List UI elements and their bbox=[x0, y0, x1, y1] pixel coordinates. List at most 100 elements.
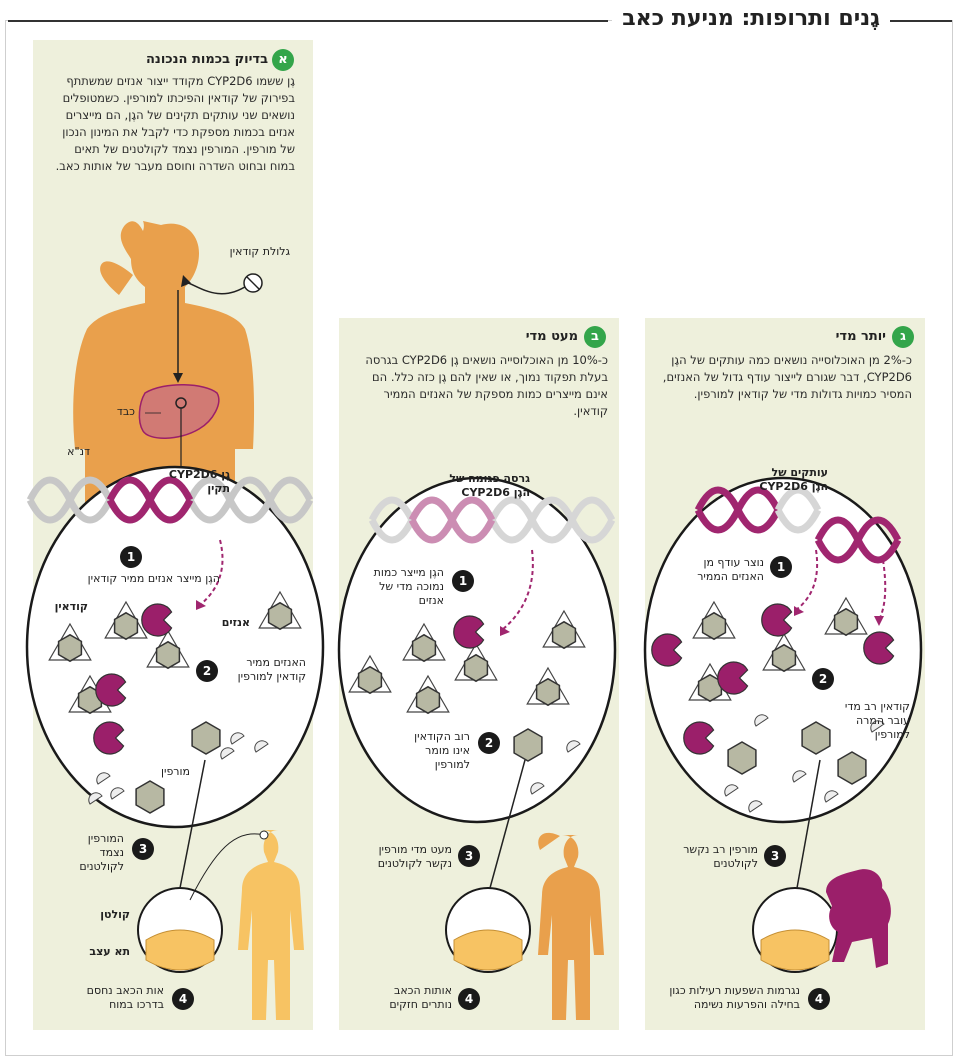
fragment bbox=[870, 720, 885, 733]
codeine-molecule bbox=[57, 633, 83, 663]
receptor-c bbox=[752, 887, 838, 973]
morphine-molecule bbox=[191, 721, 221, 755]
step-b-2-text: רוב הקודאין אינו מומר למורפין bbox=[414, 730, 470, 771]
codeine-molecule bbox=[267, 601, 293, 631]
codeine-molecule bbox=[701, 611, 727, 641]
step-a-3-text: המורפין נצמד לקולטנים bbox=[79, 832, 124, 873]
fragment bbox=[88, 792, 103, 805]
title-bar: גֶנים ותרופות: מניעת כאב bbox=[0, 0, 960, 40]
liver-label: כבד bbox=[116, 405, 135, 418]
codeine-molecule bbox=[357, 665, 383, 695]
step-b-3: 3 bbox=[458, 845, 480, 867]
receptor-label: קולטן bbox=[100, 908, 130, 921]
liver-shape bbox=[138, 384, 220, 439]
step-c-3-text: מורפין רב נקשר לקולטנים bbox=[683, 843, 758, 870]
enzyme-molecule bbox=[93, 721, 125, 755]
fragment bbox=[220, 747, 235, 760]
fragment bbox=[748, 800, 763, 813]
man-silhouette bbox=[73, 221, 255, 529]
codeine-molecule bbox=[411, 633, 437, 663]
step-b-4-text: אותות הכאב נותרים חזקים bbox=[389, 984, 452, 1011]
step-b-1: 1 bbox=[452, 570, 474, 592]
enzyme-molecule bbox=[863, 631, 895, 665]
receptor-a bbox=[137, 887, 223, 973]
step-c-1: 1 bbox=[770, 556, 792, 578]
enzyme-molecule bbox=[651, 633, 683, 667]
morphine-molecule bbox=[513, 728, 543, 762]
title-rule-left bbox=[8, 20, 608, 22]
fragment bbox=[754, 714, 769, 727]
panel-b-title: מעט מדי bbox=[525, 329, 578, 344]
panel-b-badge: ב bbox=[584, 326, 606, 348]
fragment bbox=[530, 782, 545, 795]
step-c-4: 4 bbox=[808, 988, 830, 1010]
step-a-1-text: הגֶן מייצר אנזים ממיר קודאין bbox=[87, 572, 220, 585]
step-a-1: 1 bbox=[120, 546, 142, 568]
enzyme-molecule bbox=[141, 603, 173, 637]
standing-figure-b bbox=[538, 832, 604, 1020]
codeine-molecule bbox=[113, 611, 139, 641]
morphine-molecule bbox=[727, 741, 757, 775]
enzyme-molecule bbox=[453, 615, 485, 649]
panel-c-text: כ-2% מן האוכלוסייה נושאים כמה עותקים של … bbox=[662, 353, 912, 401]
step-c-2-text: קודאין רב מדי עובר המרה למורפין bbox=[844, 700, 910, 741]
codeine-molecule bbox=[155, 640, 181, 670]
step-c-2: 2 bbox=[812, 668, 834, 690]
step-a-3: 3 bbox=[132, 838, 154, 860]
enzyme-molecule bbox=[717, 661, 749, 695]
fragment bbox=[96, 772, 111, 785]
panel-a-text: גֶן ששמו CYP2D6 מקודד ייצור אנזים שמשתתף… bbox=[55, 74, 295, 173]
panel-a-badge: א bbox=[272, 49, 294, 71]
codeine-molecule bbox=[771, 643, 797, 673]
step-a-4: 4 bbox=[172, 988, 194, 1010]
step-b-3-text: מעט מדי מורפין נקשר לקולטנים bbox=[377, 843, 452, 870]
dna-label: דנ"א bbox=[67, 445, 90, 458]
step-a-2-text: האנזים ממיר קודאין למורפין bbox=[237, 656, 306, 683]
receptor-b bbox=[445, 887, 531, 973]
enzyme-molecule bbox=[683, 721, 715, 755]
fragment bbox=[254, 740, 269, 753]
codeine-label: קודאין bbox=[54, 600, 88, 613]
morphine-molecule bbox=[837, 751, 867, 785]
gene-copies-label: עותקים של הגֶן CYP2D6 bbox=[759, 466, 828, 493]
codeine-molecule bbox=[535, 677, 561, 707]
step-b-2: 2 bbox=[478, 732, 500, 754]
fragment bbox=[824, 790, 839, 803]
morphine-molecule bbox=[135, 780, 165, 814]
nerve-cell-label: תא עצב bbox=[89, 945, 130, 958]
step-c-3: 3 bbox=[764, 845, 786, 867]
panel-c-badge: ג bbox=[892, 326, 914, 348]
codeine-molecule bbox=[463, 653, 489, 683]
panel-a-title: בדיוק בכמות הנכונה bbox=[146, 52, 268, 67]
pill-label: גלולת קודאין bbox=[229, 245, 290, 258]
standing-figure-a bbox=[238, 830, 304, 1020]
fragment bbox=[230, 732, 245, 745]
page-title: גֶנים ותרופות: מניעת כאב bbox=[612, 6, 890, 31]
panel-b-text: כ-10% מן האוכלוסייה נושאים גֶן CYP2D6 בג… bbox=[365, 353, 608, 418]
step-c-4-text: נגרמות השפעות רעילות כגון בחילה והפרעות … bbox=[669, 984, 800, 1011]
panel-c-title: יותר מדי bbox=[835, 329, 886, 344]
step-c-1-text: נוצר עודף מן האנזים הממיר bbox=[697, 556, 764, 583]
fragment bbox=[566, 740, 581, 753]
codeine-molecule bbox=[551, 620, 577, 650]
fragment bbox=[110, 787, 125, 800]
enzyme-molecule bbox=[761, 603, 793, 637]
crouching-figure-c bbox=[826, 869, 891, 968]
gene-normal-label: גֶן CYP2D6 תקין bbox=[168, 468, 230, 495]
gene-faulty-label: גרסה פגומה של הגֶן CYP2D6 bbox=[449, 472, 530, 499]
morphine-label: מורפין bbox=[160, 765, 190, 778]
step-a-4-text: אות הכאב נחסם בדרכו במוח bbox=[86, 984, 164, 1011]
fragment bbox=[724, 784, 739, 797]
panel-a-figure-svg bbox=[73, 221, 263, 529]
codeine-molecule bbox=[833, 607, 859, 637]
enzyme-molecule bbox=[95, 673, 127, 707]
title-rule-right bbox=[880, 20, 952, 22]
step-b-4: 4 bbox=[458, 988, 480, 1010]
step-b-1-text: הגֶן מייצר כמות נמוכה מדי של אנזים bbox=[373, 566, 444, 607]
step-a-2: 2 bbox=[196, 660, 218, 682]
morphine-molecule bbox=[801, 721, 831, 755]
fragment bbox=[792, 770, 807, 783]
codeine-molecule bbox=[415, 685, 441, 715]
